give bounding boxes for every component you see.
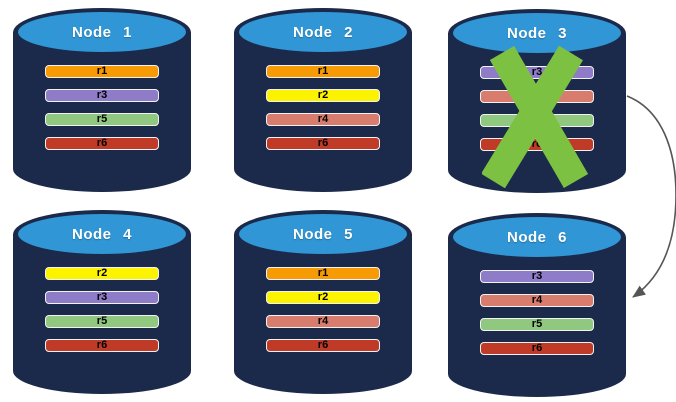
replica-list: r2 r3 r5 r6 <box>45 267 159 363</box>
replica-bar: r1 <box>266 267 380 280</box>
replica-list: r1 r3 r5 r6 <box>45 65 159 161</box>
cylinder-body <box>234 234 412 394</box>
cylinder-body <box>448 237 626 397</box>
replica-bar: r6 <box>480 138 594 151</box>
replica-list: r1 r2 r4 r6 <box>266 267 380 363</box>
replica-bar: r1 <box>266 65 380 78</box>
replica-bar: r4 <box>480 90 594 103</box>
cylinder-body <box>13 32 191 192</box>
node-5: Node 5 r1 r2 r4 r6 <box>234 210 412 394</box>
node-title: Node 3 <box>506 24 567 42</box>
cylinder-top-face: Node 2 <box>239 12 407 52</box>
replica-bar: r5 <box>480 114 594 127</box>
replica-bar: r2 <box>45 267 159 280</box>
replica-bar: r1 <box>45 65 159 78</box>
replica-bar: r5 <box>45 315 159 328</box>
node-4: Node 4 r2 r3 r5 r6 <box>13 210 191 394</box>
node-2: Node 2 r1 r2 r4 r6 <box>234 8 412 192</box>
node-title: Node 4 <box>71 225 132 243</box>
replica-bar: r3 <box>45 89 159 102</box>
replica-list: r3 r4 r5 r6 <box>480 270 594 366</box>
replica-bar: r3 <box>480 270 594 283</box>
node-title: Node 1 <box>71 23 132 41</box>
replica-bar: r6 <box>45 137 159 150</box>
node-3: Node 3 r3 r4 r5 r6 <box>448 9 626 193</box>
replica-bar: r5 <box>480 318 594 331</box>
replica-bar: r6 <box>266 137 380 150</box>
node-title: Node 2 <box>292 23 353 41</box>
cylinder-body <box>234 32 412 192</box>
node-title: Node 5 <box>292 225 353 243</box>
cylinder-top: Node 4 <box>13 210 191 259</box>
replica-bar: r2 <box>266 89 380 102</box>
cylinder-top: Node 6 <box>448 213 626 262</box>
replica-list: r1 r2 r4 r6 <box>266 65 380 161</box>
cylinder-top-face: Node 4 <box>18 214 186 254</box>
replica-bar: r6 <box>480 342 594 355</box>
replica-bar: r4 <box>480 294 594 307</box>
cylinder-top: Node 3 <box>448 9 626 58</box>
cylinder-top: Node 2 <box>234 8 412 57</box>
node-6: Node 6 r3 r4 r5 r6 <box>448 213 626 397</box>
node-title: Node 6 <box>506 228 567 246</box>
replica-bar: r2 <box>266 291 380 304</box>
cylinder-top-face: Node 6 <box>453 217 621 257</box>
replica-bar: r6 <box>45 339 159 352</box>
cylinder-top-face: Node 5 <box>239 214 407 254</box>
node-1: Node 1 r1 r3 r5 r6 <box>13 8 191 192</box>
replica-bar: r6 <box>266 339 380 352</box>
replica-bar: r3 <box>480 66 594 79</box>
cylinder-top-face: Node 1 <box>18 12 186 52</box>
cylinder-top: Node 5 <box>234 210 412 259</box>
replica-bar: r4 <box>266 315 380 328</box>
replica-bar: r4 <box>266 113 380 126</box>
replica-list: r3 r4 r5 r6 <box>480 66 594 162</box>
cylinder-top: Node 1 <box>13 8 191 57</box>
replica-bar: r3 <box>45 291 159 304</box>
replica-bar: r5 <box>45 113 159 126</box>
cylinder-top-face: Node 3 <box>453 13 621 53</box>
cylinder-body <box>13 234 191 394</box>
